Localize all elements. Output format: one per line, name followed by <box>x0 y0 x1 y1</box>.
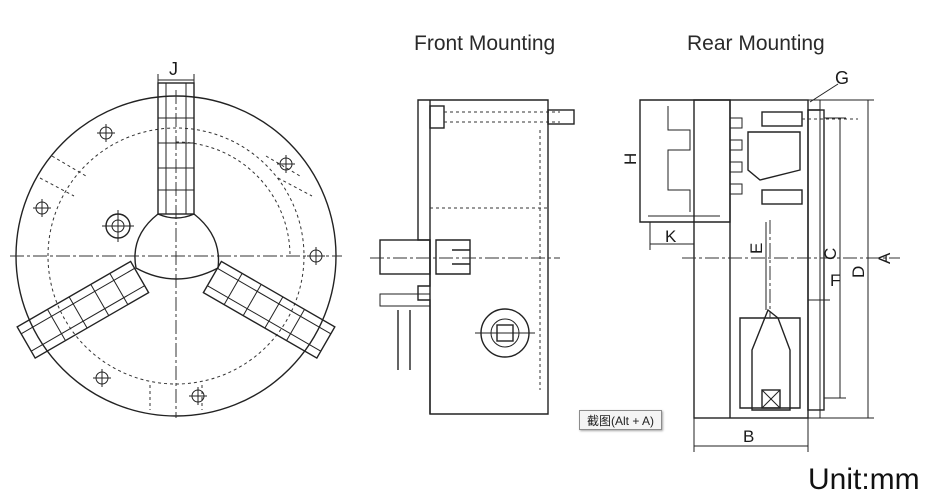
label-c: C <box>821 248 840 260</box>
front-jaw <box>379 239 471 370</box>
center-bore <box>134 213 220 280</box>
label-e: E <box>747 243 766 254</box>
dimension-j <box>157 74 195 92</box>
chuck-front-view: J <box>10 59 342 418</box>
screenshot-tooltip: 截图(Alt + A) <box>579 410 662 430</box>
jaw-lower-right <box>202 260 336 360</box>
jaw-top <box>157 82 195 215</box>
dimension-lines <box>639 83 874 452</box>
label-b: B <box>743 427 754 446</box>
front-pinion <box>475 308 535 358</box>
unit-label: Unit:mm <box>808 463 920 496</box>
rear-mounting-view: G H K E C F D A B <box>621 68 900 452</box>
jaw-lower-left <box>16 260 150 360</box>
label-f: F <box>830 271 840 290</box>
front-bolt-head <box>429 105 445 129</box>
front-body-outline <box>417 99 549 415</box>
rear-key <box>751 308 791 411</box>
label-a: A <box>875 252 894 264</box>
rear-wedge <box>747 131 801 181</box>
scroll-teeth <box>730 117 743 195</box>
rear-body-outline <box>693 99 809 419</box>
mounting-bolts <box>33 124 325 405</box>
inner-dash-arc <box>175 141 291 257</box>
label-h: H <box>621 153 640 165</box>
label-g: G <box>835 68 849 88</box>
rim-slots <box>39 155 313 410</box>
rear-bolt-top <box>761 111 803 127</box>
rear-bolt-mid <box>761 189 803 205</box>
label-k: K <box>665 227 677 246</box>
front-mounting-view <box>370 99 575 415</box>
rear-jaw-block <box>639 99 731 223</box>
title-rear-mounting: Rear Mounting <box>687 32 825 55</box>
label-d: D <box>849 266 868 278</box>
pinion-hole <box>102 210 134 242</box>
front-bolt-stud <box>547 109 575 125</box>
label-j: J <box>169 59 178 79</box>
rear-lower-section <box>739 317 801 409</box>
title-front-mounting: Front Mounting <box>414 32 555 55</box>
